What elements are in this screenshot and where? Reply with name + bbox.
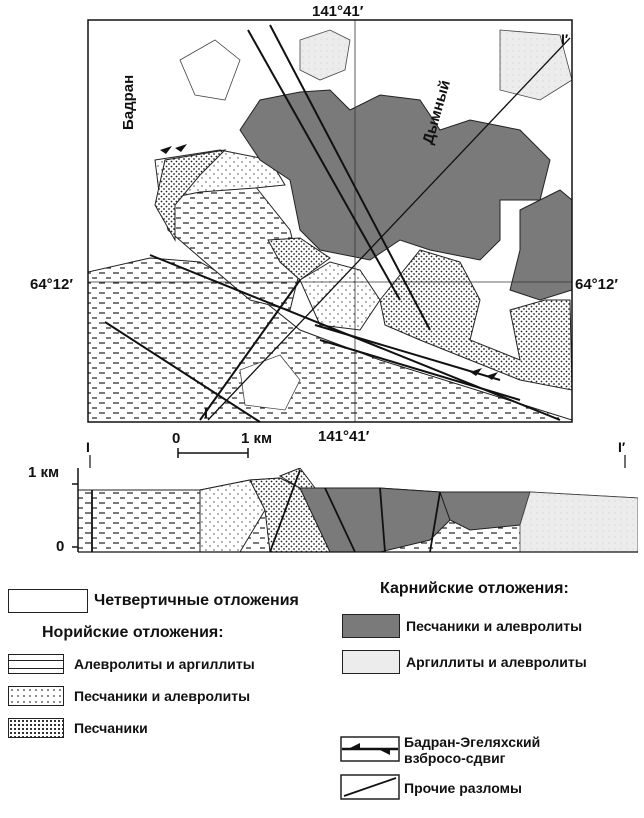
norian-sandstone-area-3 (267, 237, 331, 281)
section-end-label: I′ (561, 31, 569, 47)
top-longitude-label: 141°41′ (312, 3, 364, 20)
quaternary-area-2 (239, 354, 301, 411)
legend-swatch-norian-siltstone (8, 654, 64, 674)
legend-carnian-title: Карнийские отложения: (380, 580, 569, 597)
legend-swatch-carnian-sandstone (342, 614, 400, 638)
legend-label-carnian-sandstone: Песчаники и алевролиты (406, 618, 583, 634)
cross-section (72, 455, 638, 553)
section-start-label: I (204, 405, 208, 421)
legend-label-carnian-mudstone: Аргиллиты и алевролиты (406, 654, 587, 670)
bottom-longitude-label: 141°41′ (318, 428, 370, 445)
norian-sandstone-area (154, 149, 227, 242)
scale-bar (177, 448, 249, 458)
section-start-top-label: I (86, 439, 90, 455)
norian-siltstone-area (88, 257, 572, 422)
section-end-top-label: I′ (618, 439, 626, 455)
legend-swatch-other-fault (340, 774, 400, 800)
legend-swatch-carnian-mudstone (342, 650, 400, 674)
legend-swatch-main-fault (340, 736, 400, 762)
norian-sandstone-area-2 (379, 249, 572, 391)
legend-swatch-norian-sandstone (8, 718, 64, 738)
legend-label-other-fault: Прочие разломы (404, 780, 522, 796)
carnian-sandstone-siltstone-right (509, 189, 572, 301)
legend-label-norian-sandstone-siltstone: Песчаники и алевролиты (74, 688, 251, 704)
legend-swatch-norian-sandstone-siltstone (8, 686, 64, 706)
legend-label-norian-sandstone: Песчаники (74, 720, 148, 736)
section-height-zero-label: 0 (56, 538, 64, 555)
scale-zero-label: 0 (172, 430, 180, 447)
legend-swatch-quaternary (8, 589, 88, 613)
legend-norian-title: Норийские отложения: (42, 624, 224, 641)
scale-one-label: 1 км (241, 430, 272, 447)
map-frame (87, 19, 573, 423)
legend-label-norian-siltstone: Алевролиты и аргиллиты (74, 656, 255, 672)
quaternary-area (179, 39, 241, 101)
section-height-top-label: 1 км (28, 464, 59, 481)
legend-label-main-fault-line2: взбросо-сдвиг (404, 750, 506, 766)
carnian-mudstone-area (299, 29, 351, 81)
legend-label-main-fault-line1: Бадран-Эгеляхский (404, 734, 541, 750)
left-latitude-label: 64°12′ (30, 276, 73, 293)
section-line (207, 37, 571, 421)
legend-label-quaternary: Четвертичные отложения (94, 592, 299, 609)
right-latitude-label: 64°12′ (575, 276, 618, 293)
carnian-mudstone-area-2 (499, 29, 572, 101)
river-badran-label: Бадран (120, 75, 137, 130)
norian-siltstone-central (159, 185, 301, 311)
